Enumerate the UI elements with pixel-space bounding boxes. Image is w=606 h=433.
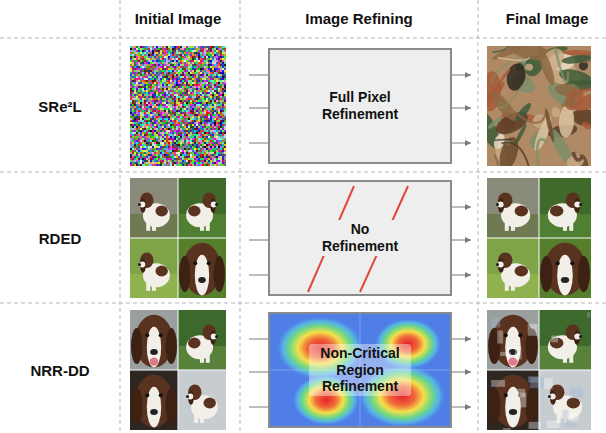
column-header: Initial Image (135, 10, 222, 27)
patch-grid-image (130, 178, 226, 298)
noise-image (130, 46, 226, 166)
column-header: Image Refining (305, 10, 413, 27)
column-header: Final Image (506, 10, 589, 27)
box-label: No Refinement (309, 220, 411, 256)
row-header: SRe²L (38, 98, 81, 115)
box-label: Non-Critical Region Refinement (309, 344, 411, 396)
grid-line (0, 38, 606, 39)
process-box: Non-Critical Region Refinement (268, 312, 452, 428)
synthesized-image (487, 46, 591, 166)
process-box: Full Pixel Refinement (268, 48, 452, 164)
box-label: Full Pixel Refinement (309, 88, 411, 124)
grid-line (478, 0, 479, 433)
patch-grid-image (130, 310, 226, 430)
grid-line (240, 0, 241, 433)
process-box: No Refinement (268, 180, 452, 296)
refined-image (487, 310, 591, 430)
grid-line (120, 0, 121, 433)
grid-line (0, 172, 606, 173)
row-header: RDED (39, 230, 82, 247)
row-header: NRR-DD (30, 362, 89, 379)
patch-grid-image (487, 178, 591, 298)
grid-line (0, 303, 606, 304)
